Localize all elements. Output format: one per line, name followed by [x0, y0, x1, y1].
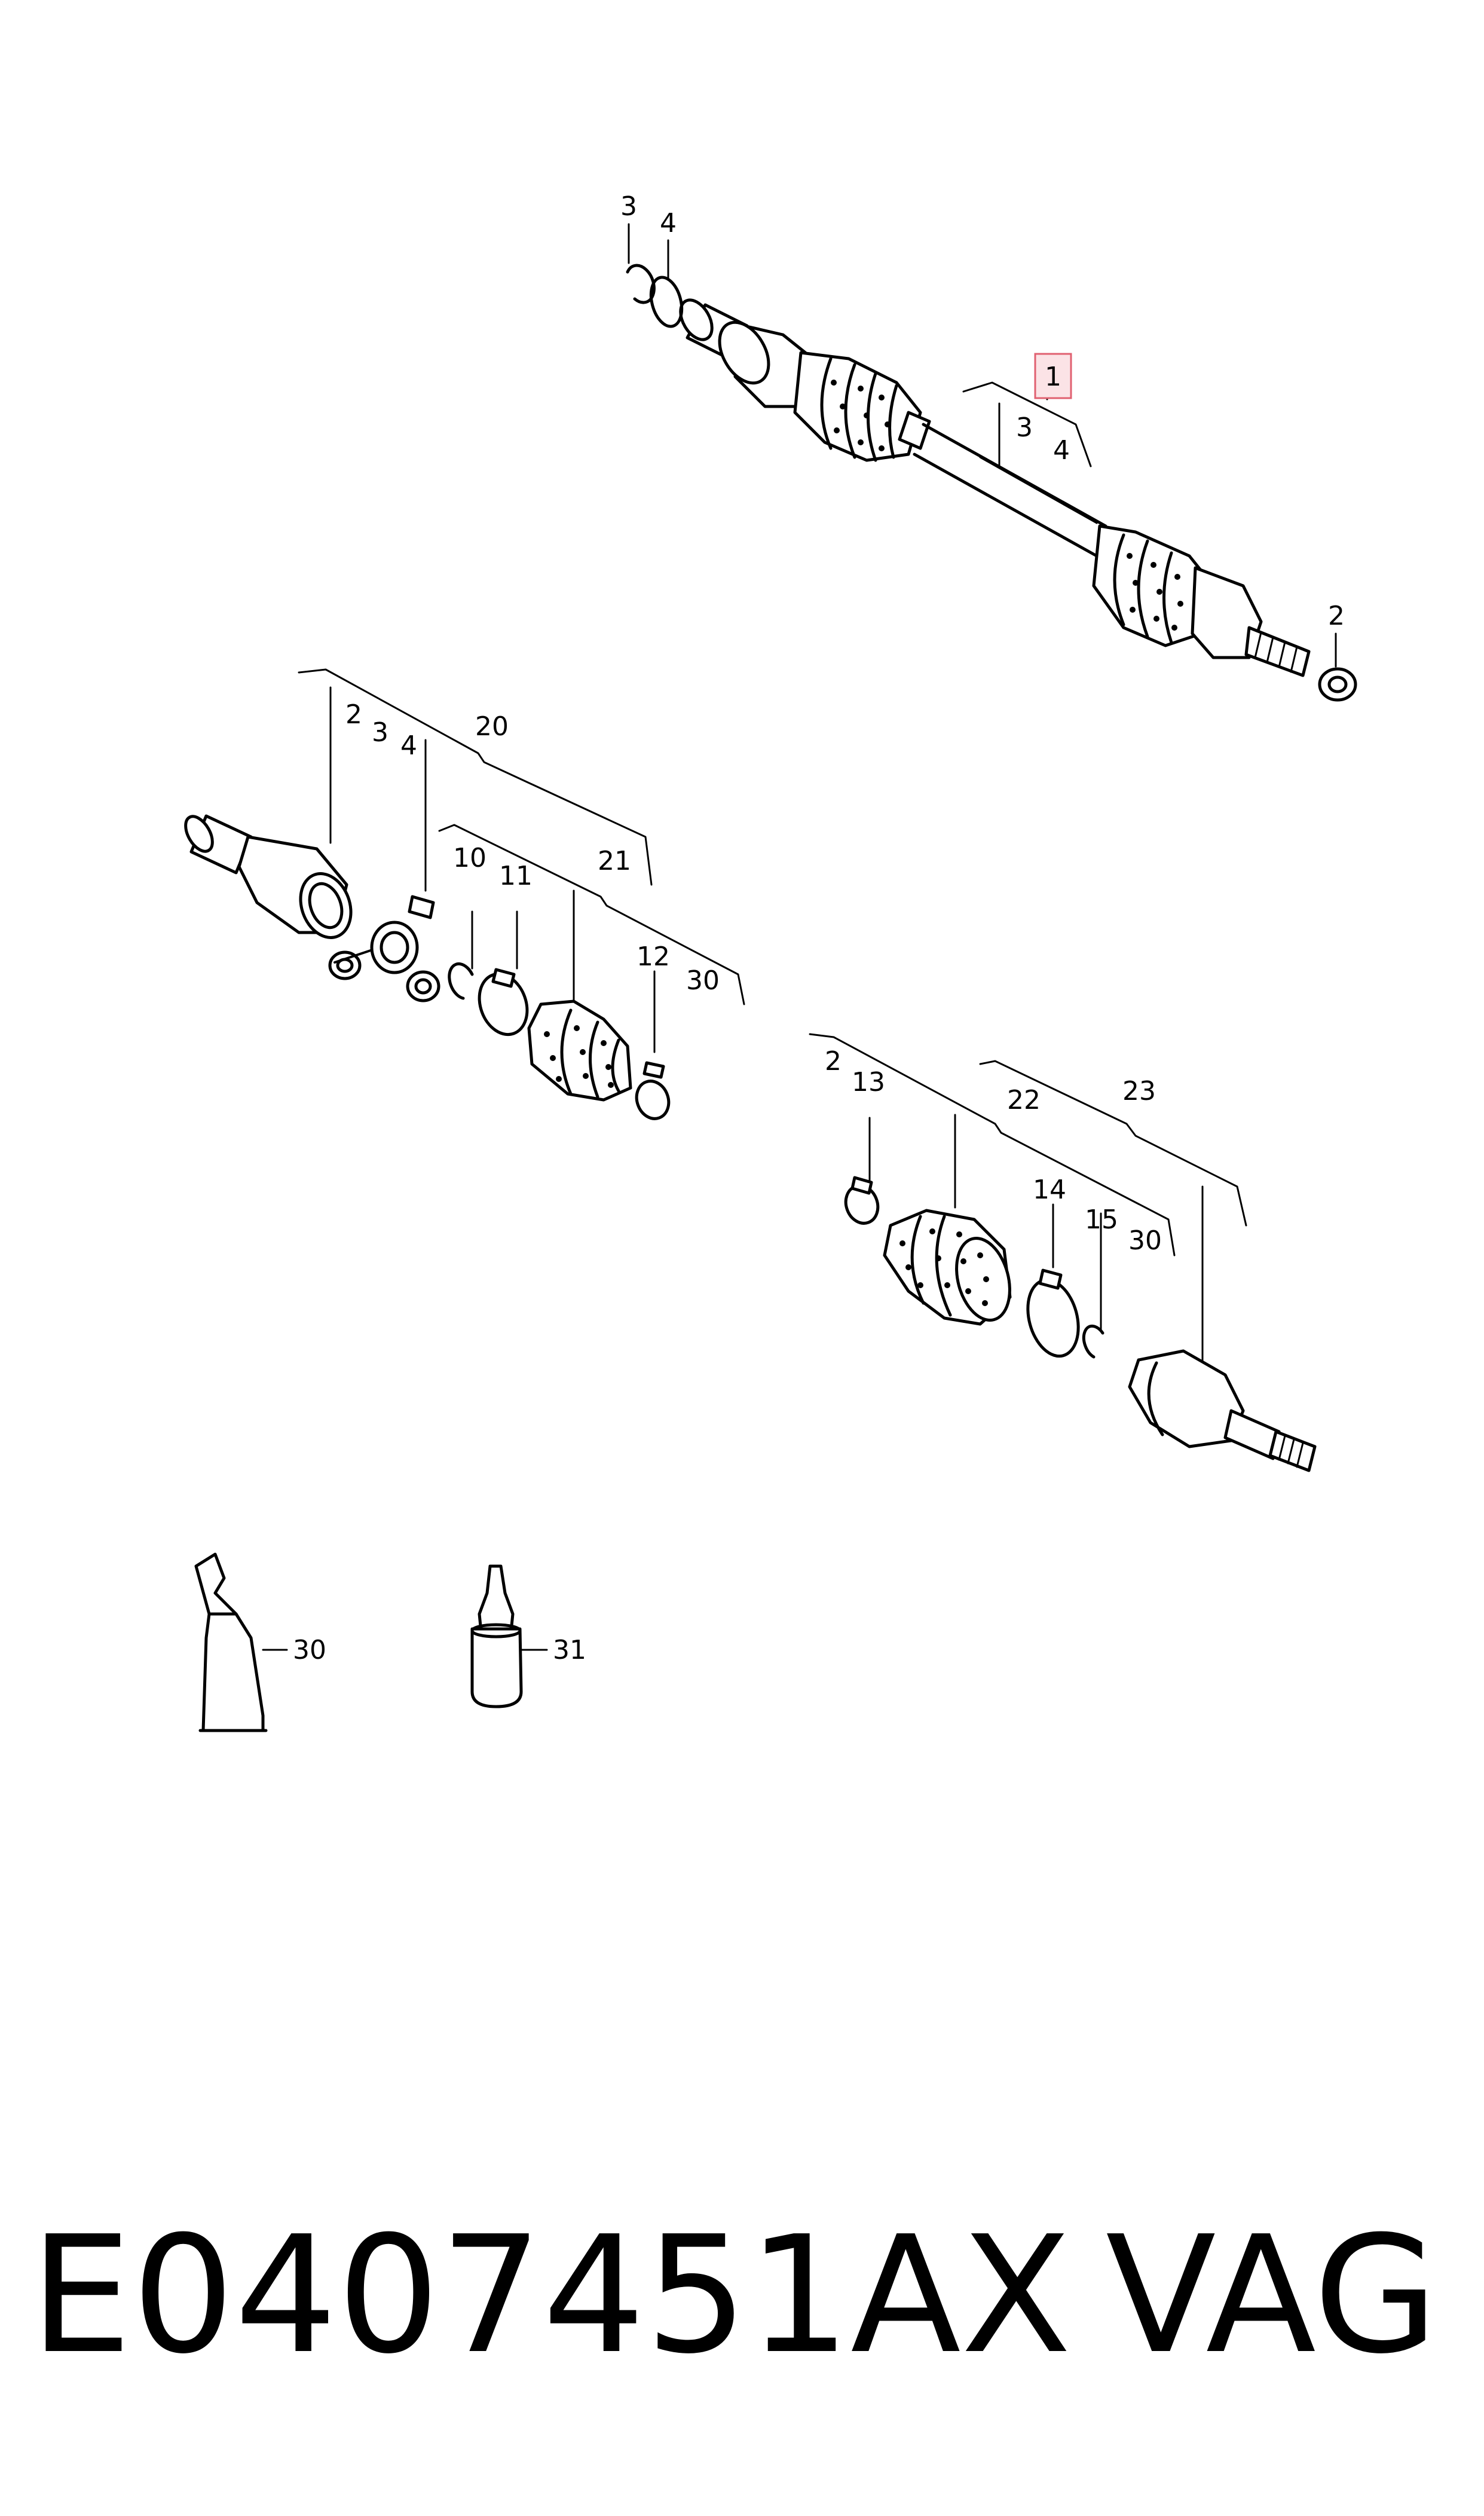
circlip-outer[interactable]	[1082, 1324, 1104, 1359]
boot-texture-dots	[831, 380, 1183, 631]
callout-2-top[interactable]: 2	[1328, 601, 1345, 631]
callout-2-inner[interactable]: 2	[345, 699, 362, 730]
complete-drive-shaft[interactable]	[674, 295, 1357, 702]
clamp-large-inner[interactable]	[472, 967, 536, 1041]
callout-23[interactable]: 23	[1122, 1076, 1156, 1106]
callout-20[interactable]: 20	[475, 711, 509, 742]
callout-30-grease[interactable]: 30	[293, 1635, 326, 1665]
callout-15[interactable]: 15	[1085, 1204, 1118, 1235]
part-number: E0407451AX	[30, 2201, 1072, 2389]
callout-14[interactable]: 14	[1033, 1175, 1066, 1205]
clamp-small-inner[interactable]	[632, 1077, 674, 1123]
sealant-bottle[interactable]	[470, 1564, 523, 1708]
callout-31-bottle[interactable]: 31	[553, 1635, 586, 1665]
inner-boot[interactable]	[527, 999, 632, 1102]
callout-11[interactable]: 11	[499, 861, 533, 891]
callout-3-inner[interactable]: 3	[372, 717, 388, 748]
callout-30-outer[interactable]: 30	[1128, 1225, 1162, 1256]
highlight-box-callout-1	[1034, 353, 1072, 399]
callout-13[interactable]: 13	[852, 1067, 885, 1097]
inner-joint-housing[interactable]	[180, 812, 359, 944]
callout-21[interactable]: 21	[598, 846, 631, 876]
callout-4-top[interactable]: 4	[660, 208, 677, 239]
callout-10[interactable]: 10	[453, 843, 486, 873]
callout-3-top[interactable]: 3	[620, 191, 637, 222]
part-number-footer: E0407451AX VAG	[30, 2206, 1464, 2385]
callout-3-group1[interactable]: 3	[1016, 412, 1033, 443]
callout-22[interactable]: 22	[1007, 1085, 1041, 1115]
seal-ring-top[interactable]	[646, 274, 687, 330]
outer-joint[interactable]	[1128, 1349, 1317, 1472]
circlip-inner[interactable]	[448, 962, 474, 1000]
callout-12[interactable]: 12	[637, 941, 670, 972]
tripod-joint-spider[interactable]	[328, 895, 440, 1002]
outer-boot[interactable]	[883, 1209, 1018, 1326]
callout-30-inner[interactable]: 30	[686, 965, 720, 996]
callout-2-outer[interactable]: 2	[825, 1046, 842, 1077]
callout-4-inner[interactable]: 4	[400, 730, 417, 761]
grease-tube[interactable]	[194, 1552, 268, 1732]
callout-1[interactable]: 1	[1045, 362, 1061, 392]
brand-name: VAG	[1106, 2201, 1439, 2389]
callout-4-group1[interactable]: 4	[1053, 435, 1070, 466]
